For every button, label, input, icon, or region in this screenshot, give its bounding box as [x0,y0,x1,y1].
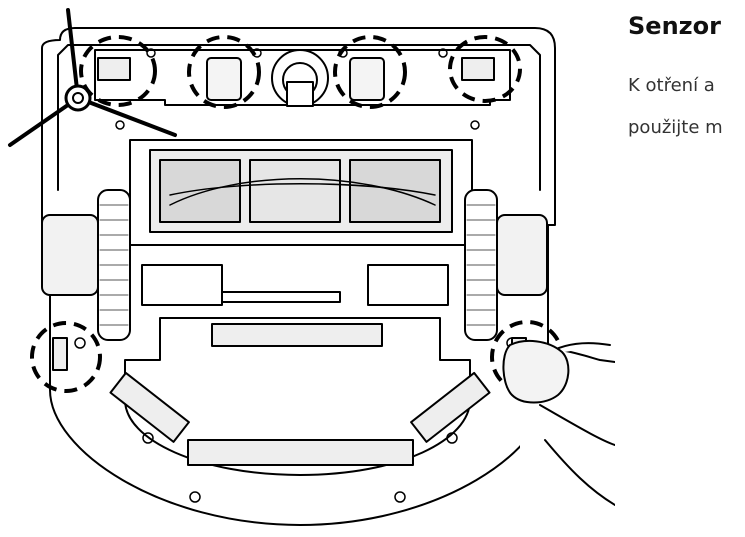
highlight-circle-5 [30,321,102,393]
hand-wiping-icon [502,339,615,537]
cliff-sensor-top-right [349,57,385,101]
latch-right [367,264,449,306]
drive-wheel-right [464,189,498,341]
drive-wheel-left [97,189,131,341]
highlight-circle-2 [187,35,261,109]
top-panel [94,49,511,106]
highlight-circle-1 [79,35,157,107]
cloth-icon [502,339,570,404]
highlight-circle-3 [333,35,407,109]
robot-vacuum-bottom-illustration [8,8,615,537]
cliff-sensor-top-left [206,57,242,101]
page-heading: Senzor [628,12,721,40]
highlight-circle-4 [448,35,522,103]
body-text-line-2: použijte m [628,117,723,138]
dustbin-panel [124,317,471,476]
latch-left [141,264,223,306]
side-brush-icon [8,8,177,147]
corner-sensor-top-left [97,57,131,81]
caster-wheel-icon [271,49,329,107]
vacuum-body-outline [41,27,556,526]
body-text-line-1: K otření a [628,75,715,96]
cliff-sensor-bottom-left [52,337,68,371]
corner-sensor-top-right [461,57,495,81]
